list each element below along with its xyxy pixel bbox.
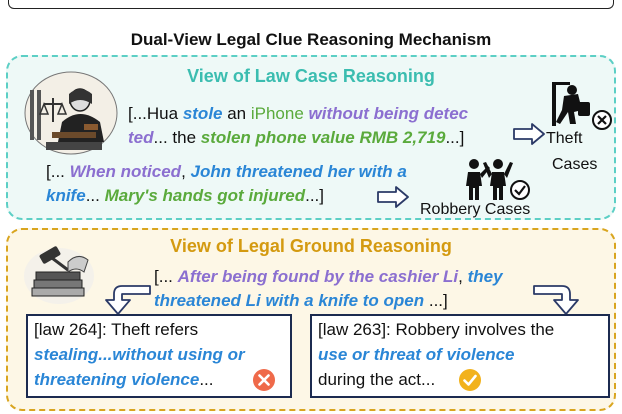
case1-undetected: without being detec (303, 104, 469, 123)
robbery-icon (466, 159, 530, 200)
case2-threatened: John threatened her with a (190, 162, 407, 181)
page-title: Dual-View Legal Clue Reasoning Mechanism (130, 30, 492, 49)
clue-line1: [... After being found by the cashier Li… (154, 265, 503, 289)
case1-stole: stole (182, 104, 223, 123)
case1-value: stolen phone value RMB 2,719 (200, 128, 446, 147)
clue-found: After being found by the cashier Li (177, 267, 459, 286)
theft-cases-label-2: Cases (552, 156, 598, 173)
clue-text: [... (154, 267, 178, 286)
law-264-ellipsis: ... (199, 370, 214, 389)
case2-line1: [... When noticed, John threatened her w… (46, 160, 407, 184)
case2-text: ...] (305, 186, 325, 205)
arrow-down-icon (105, 285, 151, 315)
case1-undetected-cont: ted (128, 128, 154, 147)
arrow-right-icon (377, 186, 409, 208)
case1-line1: [...Hua stole an iPhone without being de… (128, 102, 468, 126)
clue-threatened: threatened Li with a knife to open (154, 291, 425, 310)
case1-iphone: iPhone (250, 104, 304, 123)
clue-line2: threatened Li with a knife to open ...] (154, 289, 448, 313)
clue-text: ...] (424, 291, 448, 310)
clue-they: they (467, 267, 503, 286)
case1-line2: ted... the stolen phone value RMB 2,719.… (128, 126, 464, 150)
arrow-down-icon (533, 285, 579, 315)
legal-ground-heading: View of Legal Ground Reasoning (170, 236, 452, 256)
cross-icon (253, 369, 275, 391)
case2-text: [... (46, 162, 70, 181)
case1-text: [...Hua (128, 104, 183, 123)
top-frame-edge (8, 0, 614, 9)
law-264-line3: threatening violence... (34, 368, 214, 392)
theft-cases-label-1: Theft (546, 130, 583, 147)
check-icon (459, 369, 481, 391)
case2-injured: Mary's hands got injured (104, 186, 306, 205)
law-264-line2: stealing...without using or (34, 345, 245, 364)
law-case-heading: View of Law Case Reasoning (187, 66, 435, 86)
clue-text: , (458, 267, 468, 286)
judge-illustration (24, 71, 118, 155)
case2-noticed: When noticed (69, 162, 182, 181)
law-263-line3: during the act... (318, 370, 436, 389)
case1-text: ... the (153, 128, 201, 147)
case1-text: an (222, 104, 251, 123)
theft-icon (552, 82, 612, 130)
case2-line2: knife... Mary's hands got injured...] (46, 184, 324, 208)
case1-text: ...] (445, 128, 465, 147)
law-264-box: [law 264]: Theft refers stealing...witho… (26, 314, 292, 398)
case2-text: , (181, 162, 191, 181)
arrow-right-icon (513, 123, 545, 145)
law-264-violence: threatening violence (34, 370, 200, 389)
law-263-box: [law 263]: Robbery involves the use or t… (310, 314, 610, 398)
law-263-line2: use or threat of violence (318, 345, 515, 364)
law-books-illustration (24, 246, 94, 304)
law-264-line1: [law 264]: Theft refers (34, 320, 199, 339)
law-263-line1: [law 263]: Robbery involves the (318, 320, 555, 339)
case2-knife: knife (46, 186, 86, 205)
case2-text: ... (85, 186, 105, 205)
robbery-cases-label: Robbery Cases (420, 201, 531, 218)
